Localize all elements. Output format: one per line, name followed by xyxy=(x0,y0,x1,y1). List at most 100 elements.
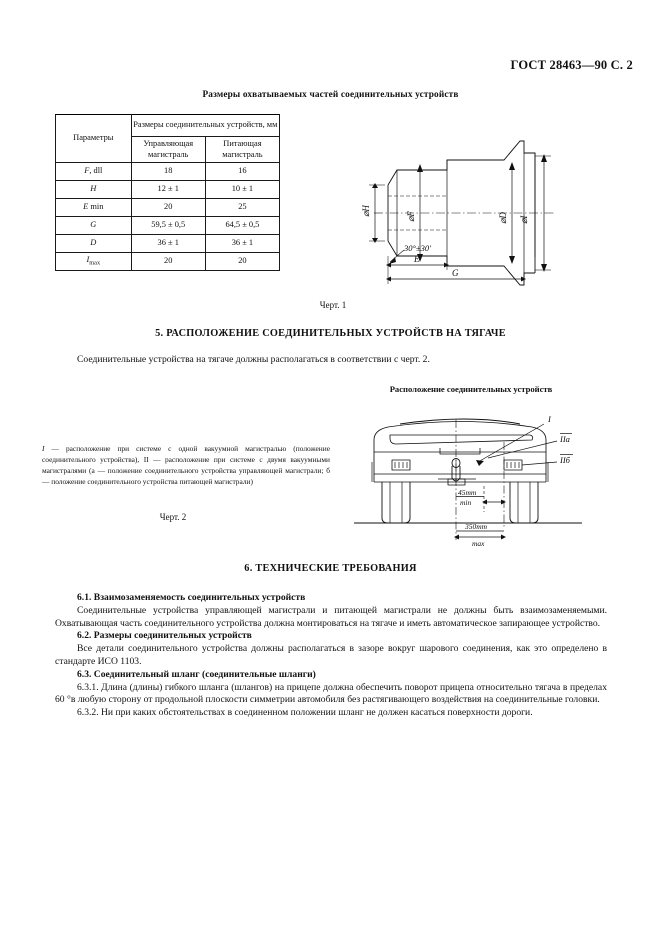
table-header-group: Размеры соединительных устройств, мм xyxy=(130,114,281,137)
leader-position-iib xyxy=(521,461,558,466)
section-6-2-heading: 6.2. Размеры соединительных устройств xyxy=(77,630,252,642)
table-header-supply-line-1: Питающая xyxy=(223,139,262,148)
param-symbol: G xyxy=(90,220,97,230)
wheel-left xyxy=(381,482,411,524)
table-cell-parameter: G xyxy=(55,216,132,235)
dimension-dia-d xyxy=(509,162,515,264)
table-cell-supply: 25 xyxy=(204,198,281,217)
table-header-control-line-1: Управляющая xyxy=(143,139,194,148)
connector-left xyxy=(391,459,411,471)
table-cell-parameter: E min xyxy=(55,198,132,217)
label-dim-45mm: 45mm xyxy=(458,488,477,497)
section-5-paragraph: Соединительные устройства на тягаче долж… xyxy=(77,354,430,365)
top-bracket xyxy=(439,448,481,455)
label-dia-i: ⌀I xyxy=(519,215,529,224)
table-header-row-2: Управляющая магистраль Питающая магистра… xyxy=(56,136,281,163)
table-body: F, dll 18 16 H 12 ± 1 10 ± 1 E min 20 25… xyxy=(55,162,281,271)
label-dia-f: ⌀F xyxy=(406,211,416,222)
document-header-standard-number: ГОСТ 28463—90 С. 2 xyxy=(510,58,633,72)
table-cell-supply: 36 ± 1 xyxy=(204,234,281,253)
table-row: G 59,5 ± 0,5 64,5 ± 0,5 xyxy=(55,216,281,235)
table-cell-control: 20 xyxy=(130,198,206,217)
figure-1-caption: Черт. 1 xyxy=(0,300,661,310)
dimension-350mm xyxy=(454,530,506,540)
tow-coupling xyxy=(438,458,476,486)
param-symbol: H xyxy=(90,184,97,194)
figure-1-coupling-drawing: ⌀H ⌀F ⌀D ⌀I xyxy=(352,138,644,288)
label-angle: 30°±30' xyxy=(403,243,431,253)
section-6-1-heading: 6.1. Взаимозаменяемость соединительных у… xyxy=(77,592,306,603)
windshield xyxy=(389,434,534,445)
label-dim-350mm-qualifier: max xyxy=(472,539,485,548)
table-header-supply-line: Питающая магистраль xyxy=(204,136,281,163)
param-symbol: F xyxy=(84,166,90,176)
table-cell-control: 20 xyxy=(130,252,206,271)
coupling-outline-upper xyxy=(387,140,536,257)
figure-2-legend: I — расположение при системе с одной вак… xyxy=(42,443,330,487)
leader-position-iia xyxy=(487,440,558,459)
table-header-supply-line-2: магистраль xyxy=(222,149,263,159)
angle-leader xyxy=(389,249,405,264)
table-cell-control: 59,5 ± 0,5 xyxy=(130,216,206,235)
table-cell-supply: 16 xyxy=(204,162,281,181)
table-cell-supply: 10 ± 1 xyxy=(204,180,281,199)
table-title: Размеры охватываемых частей соединительн… xyxy=(202,90,459,100)
section-6-3-2-paragraph: 6.3.2. Ни при каких обстоятельствах в со… xyxy=(77,707,533,719)
table-row: E min 20 25 xyxy=(55,198,281,217)
table-cell-control: 18 xyxy=(130,162,206,181)
dimension-dia-f xyxy=(417,164,423,262)
figure-2-legend-prefix: I xyxy=(42,444,45,453)
label-dim-45mm-qualifier: min xyxy=(460,498,472,507)
dimension-g xyxy=(386,270,526,284)
connector-right xyxy=(503,459,523,471)
table-header-parameters: Параметры xyxy=(55,114,132,163)
table-row: F, dll 18 16 xyxy=(55,162,281,181)
table-cell-parameter: F, dll xyxy=(55,162,132,181)
param-suffix: max xyxy=(89,259,101,267)
param-suffix: min xyxy=(88,202,104,212)
dimension-45mm xyxy=(456,496,506,505)
table-header-control-line: Управляющая магистраль xyxy=(130,136,206,163)
figure-2-caption: Черт. 2 xyxy=(159,512,187,522)
table-cell-parameter: D xyxy=(55,234,132,253)
param-suffix: , dll xyxy=(89,166,103,176)
cab-outline xyxy=(373,421,547,482)
section-6-body: 6.1. Взаимозаменяемость соединительных у… xyxy=(55,592,607,720)
label-position-iib: IIб xyxy=(559,455,571,465)
table-header-control-line-2: магистраль xyxy=(148,149,189,159)
table-cell-control: 12 ± 1 xyxy=(130,180,206,199)
param-symbol: I xyxy=(86,255,90,265)
dimension-dia-i xyxy=(535,154,551,272)
dimension-e xyxy=(386,256,449,270)
section-6-3-1-paragraph: 6.3.1. Длина (длины) гибкого шланга (шла… xyxy=(55,681,607,706)
label-dia-h: ⌀H xyxy=(361,205,371,217)
table-row: D 36 ± 1 36 ± 1 xyxy=(55,234,281,253)
section-5-heading: 5. РАСПОЛОЖЕНИЕ СОЕДИНИТЕЛЬНЫХ УСТРОЙСТВ… xyxy=(155,328,506,339)
leader-position-i xyxy=(476,423,545,466)
dimension-dia-h xyxy=(369,183,385,243)
figure-1-caption-text: Черт. 1 xyxy=(319,300,347,310)
table-cell-supply: 20 xyxy=(204,252,281,271)
label-dim-g: G xyxy=(452,268,459,278)
table-row: Imax 20 20 xyxy=(55,252,281,271)
table-head: Параметры Размеры соединительных устройс… xyxy=(55,114,281,163)
label-dia-d: ⌀D xyxy=(498,212,508,224)
figure-2-title: Расположение соединительных устройств xyxy=(389,384,553,394)
section-6-3-heading: 6.3. Соединительный шланг (соединительны… xyxy=(77,668,316,680)
label-position-i: I xyxy=(547,414,552,424)
connector-dimensions-table: Параметры Размеры соединительных устройс… xyxy=(55,114,281,271)
label-dim-e: E xyxy=(413,254,420,264)
label-dim-350mm: 350mm xyxy=(464,522,488,531)
section-6-heading: 6. ТЕХНИЧЕСКИЕ ТРЕБОВАНИЯ xyxy=(244,563,417,574)
figure-2-tractor-drawing: I IIa IIб 45mm min xyxy=(352,400,597,552)
label-position-iia: IIa xyxy=(559,434,570,444)
figure-2-legend-text: — расположение при системе с одной вакуу… xyxy=(42,444,330,487)
table-header-row-1: Параметры Размеры соединительных устройс… xyxy=(55,114,281,163)
section-6-2-paragraph: Все детали соединительного устройства до… xyxy=(55,643,607,667)
table-row: H 12 ± 1 10 ± 1 xyxy=(55,180,281,199)
section-6-1-paragraph: Соединительные устройства управляющей ма… xyxy=(55,604,607,629)
table-cell-parameter: Imax xyxy=(55,252,132,271)
table-cell-control: 36 ± 1 xyxy=(130,234,206,253)
table-cell-parameter: H xyxy=(55,180,132,199)
